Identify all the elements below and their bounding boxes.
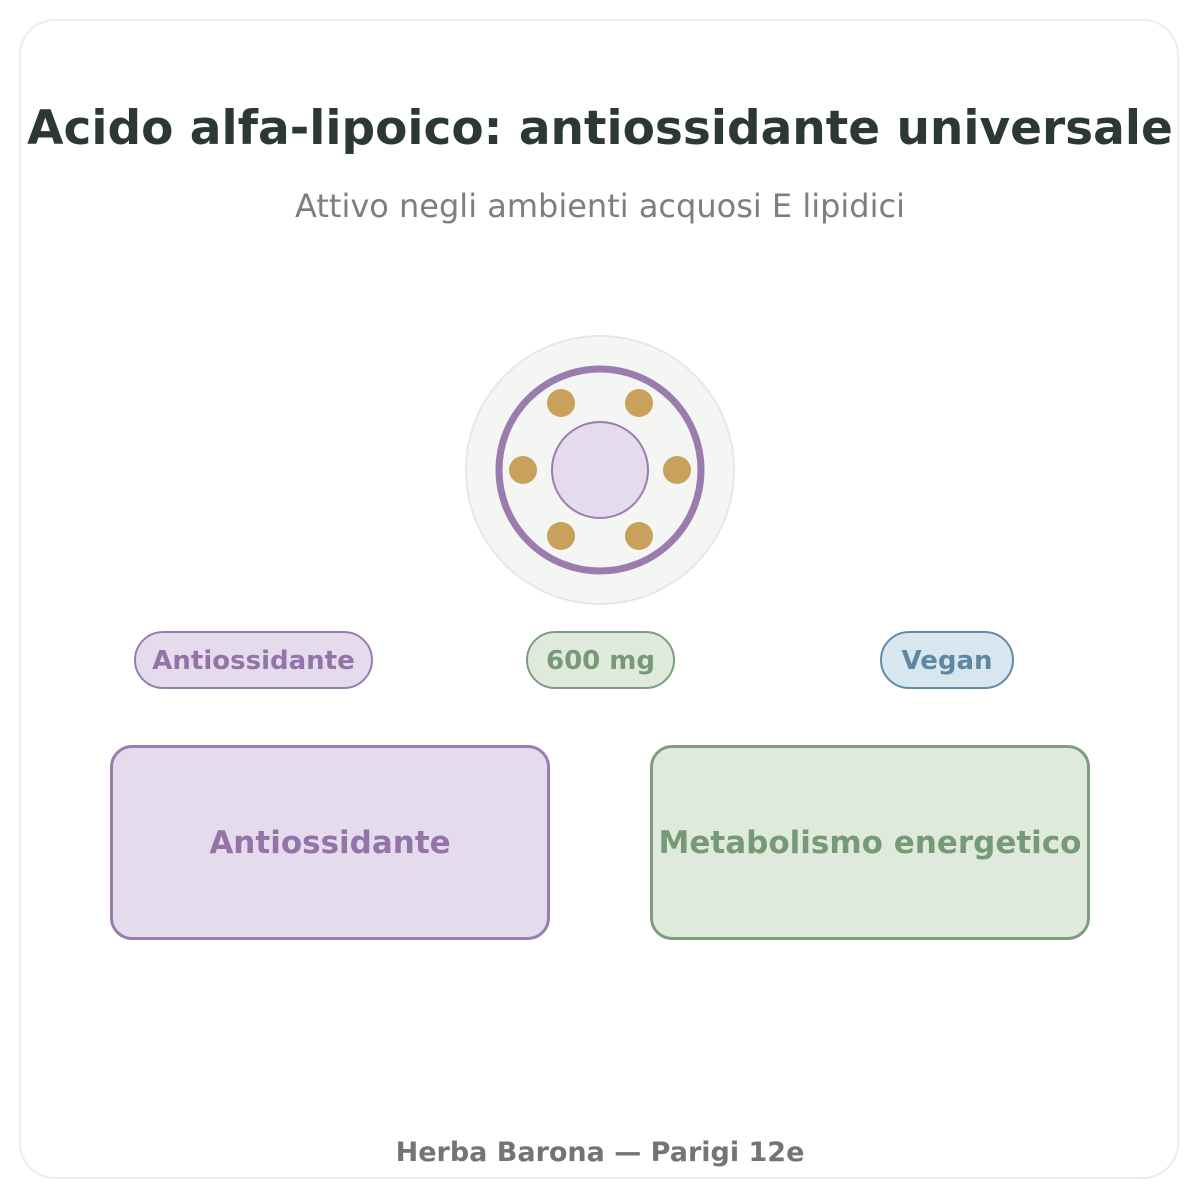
footer-brand: Herba Barona — Parigi 12e (395, 1137, 805, 1168)
benefit-label: Antiossidante (209, 824, 451, 861)
page-subtitle: Attivo negli ambienti acquosi E lipidici (295, 187, 905, 225)
emblem-core (551, 421, 649, 519)
emblem-dot (625, 522, 653, 550)
tag-antiossidante: Antiossidante (134, 631, 373, 689)
emblem-dot (663, 456, 691, 484)
emblem-dot (509, 456, 537, 484)
tag-vegan: Vegan (880, 631, 1014, 689)
benefit-card-metabolismo: Metabolismo energetico (650, 745, 1090, 940)
emblem-dot (547, 389, 575, 417)
benefit-label: Metabolismo energetico (658, 824, 1082, 861)
emblem-dot (625, 389, 653, 417)
page-title: Acido alfa-lipoico: antiossidante univer… (27, 101, 1173, 156)
emblem-ring (495, 365, 705, 575)
benefit-card-antiossidante: Antiossidante (110, 745, 550, 940)
tag-dosage: 600 mg (526, 631, 675, 689)
molecule-ring-icon (465, 335, 735, 605)
emblem-dot (547, 522, 575, 550)
